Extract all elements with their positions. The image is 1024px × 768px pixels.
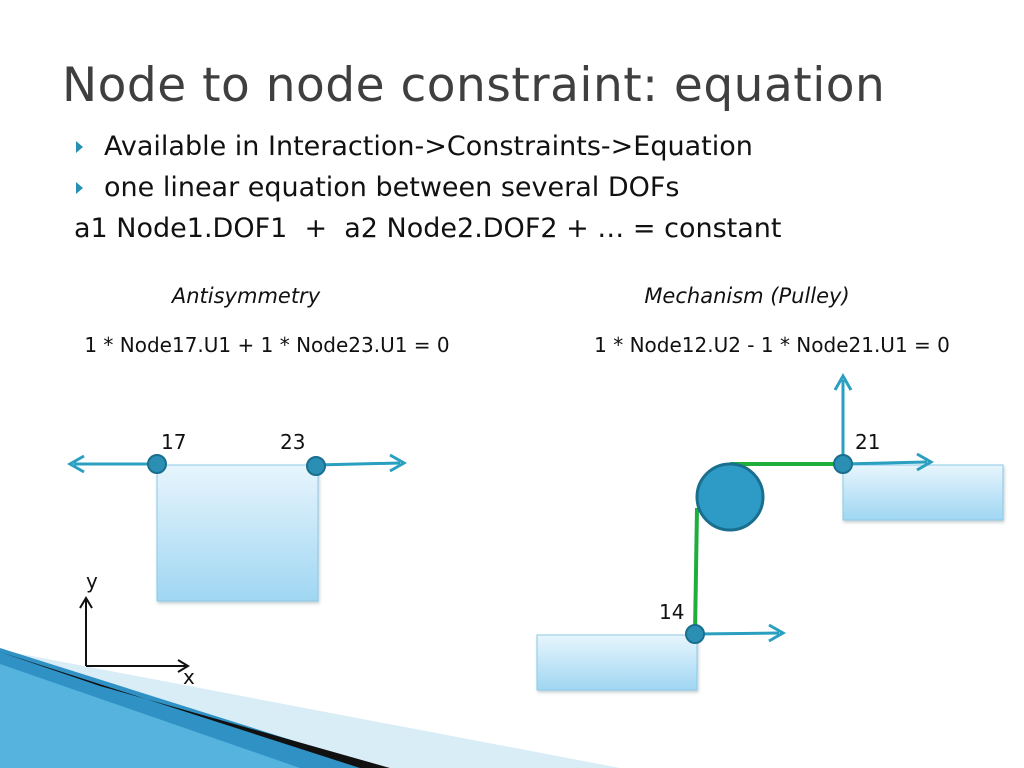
general-equation: a1 Node1.DOF1 + a2 Node2.DOF2 + … = cons… [74,213,782,244]
bullet-item: Available in Interaction->Constraints->E… [76,126,753,167]
y-axis-label: y [86,569,98,593]
arrow-node23-right [315,453,408,473]
arrow-node14-right [694,623,787,643]
antisymmetry-heading: Antisymmetry [171,284,321,308]
node-17-label: 17 [161,430,186,454]
arrow-node17-left [66,454,157,474]
node-21-label: 21 [855,430,880,454]
slide-title: Node to node constraint: equation [62,58,886,113]
axis-triad [79,596,190,673]
antisymmetry-block [156,464,319,602]
lower-block [536,634,698,691]
antisymmetry-equation: 1 * Node17.U1 + 1 * Node23.U1 = 0 [84,333,450,357]
node-14-label: 14 [659,600,684,624]
node-23 [306,456,326,476]
node-21 [833,454,853,474]
mechanism-diagram: 21 14 [536,372,1004,691]
bullet-text: Available in Interaction->Constraints->E… [104,131,753,162]
triangle-bullet-icon [76,141,83,153]
bullet-item: one linear equation between several DOFs [76,167,753,208]
mechanism-equation: 1 * Node12.U2 - 1 * Node21.U1 = 0 [594,333,950,357]
cable-vertical [693,507,699,635]
arrow-node21-up [833,372,853,464]
antisymmetry-diagram: 17 23 y x [66,430,408,689]
node-23-label: 23 [280,430,305,454]
bullet-text: one linear equation between several DOFs [104,172,680,203]
upper-block [842,464,1004,521]
triangle-bullet-icon [76,182,83,194]
pulley-wheel [695,462,765,532]
node-14 [685,624,705,644]
corner-swoosh-decoration [0,648,620,768]
x-axis-label: x [183,665,195,689]
arrow-node21-right [842,452,935,472]
node-17 [147,454,167,474]
bullet-list: Available in Interaction->Constraints->E… [76,126,753,208]
mechanism-heading: Mechanism (Pulley) [644,284,850,308]
